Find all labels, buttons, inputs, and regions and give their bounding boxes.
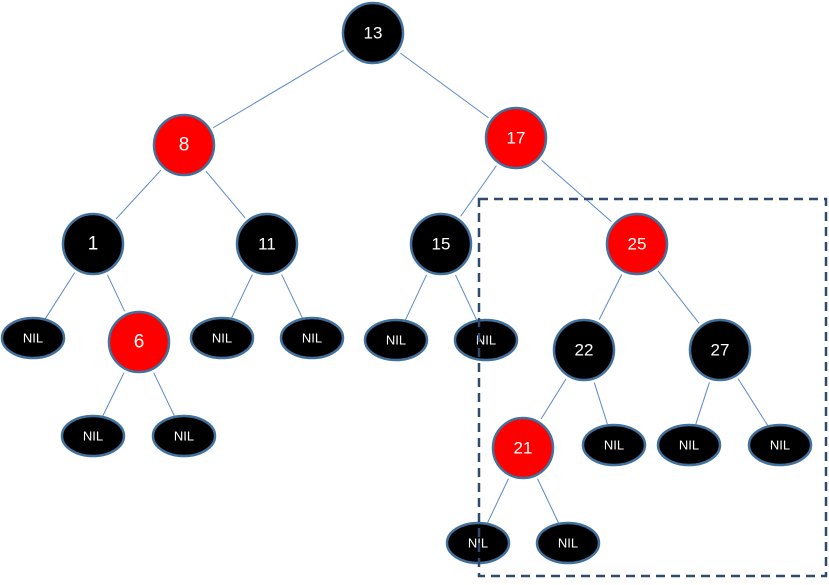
nil-leaf-nil3: NIL (151, 414, 217, 458)
edge-n25-n22 (598, 274, 623, 320)
tree-node-n22: 22 (552, 318, 616, 382)
tree-node-n11: 11 (235, 212, 299, 276)
node-label: 22 (575, 341, 594, 360)
node-label: 13 (364, 24, 383, 43)
edge-n8-n11 (205, 170, 246, 219)
nil-leaf-nil8: NIL (581, 423, 647, 467)
nil-ellipse (747, 423, 813, 467)
node-label: 25 (628, 235, 647, 254)
tree-node-n25: 25 (605, 212, 669, 276)
node-label: 15 (432, 235, 451, 254)
node-circle (605, 212, 669, 276)
nil-label: NIL (212, 331, 232, 346)
node-circle (491, 416, 555, 480)
node-label: 1 (88, 234, 99, 255)
edge-n15-nil6 (404, 274, 428, 321)
edge-n27-nil10 (737, 378, 769, 427)
node-circle (152, 113, 216, 177)
edge-n22-nil8 (593, 382, 608, 425)
nil-ellipse (581, 423, 647, 467)
edge-n17-n15 (460, 165, 497, 217)
nil-leaf-nil6: NIL (363, 318, 429, 362)
node-circle (235, 212, 299, 276)
nil-leaf-nil10: NIL (747, 423, 813, 467)
edge-n1-n6 (106, 274, 126, 312)
edge-n6-nil2 (102, 372, 125, 417)
edge-n6-nil3 (153, 372, 175, 417)
nil-ellipse (60, 414, 126, 458)
node-label: 6 (134, 332, 145, 353)
edge-n8-n1 (115, 169, 162, 220)
nil-label: NIL (770, 438, 790, 453)
node-circle (409, 212, 473, 276)
node-circle (484, 106, 548, 170)
edge-n17-n25 (541, 160, 612, 222)
tree-node-n1: 1 (61, 212, 125, 276)
tree-node-n13: 13 (341, 1, 405, 65)
node-label: 27 (711, 341, 730, 360)
tree-node-n27: 27 (688, 318, 752, 382)
nil-leaf-nil5: NIL (279, 316, 345, 360)
edge-n13-n8 (212, 49, 345, 129)
nil-label: NIL (302, 331, 322, 346)
edge-n11-nil5 (281, 274, 303, 319)
nil-leaf-nil2: NIL (60, 414, 126, 458)
edge-n21-nil12 (537, 478, 560, 524)
node-label: 17 (507, 129, 526, 148)
nil-label: NIL (23, 331, 43, 346)
nil-ellipse (0, 316, 66, 360)
nil-ellipse (279, 316, 345, 360)
node-label: 21 (514, 439, 533, 458)
nil-leaf-nil4: NIL (189, 316, 255, 360)
edge-n25-n27 (657, 270, 700, 324)
nil-ellipse (453, 318, 519, 362)
edge-n22-n21 (540, 378, 567, 420)
node-circle (107, 310, 171, 374)
nil-ellipse (151, 414, 217, 458)
edge-n13-n17 (400, 52, 489, 119)
tree-node-n15: 15 (409, 212, 473, 276)
edge-n15-nil7 (454, 274, 478, 321)
nil-ellipse (189, 316, 255, 360)
nil-label: NIL (604, 438, 624, 453)
edge-n11-nil4 (231, 274, 253, 319)
nil-label: NIL (679, 438, 699, 453)
node-circle (552, 318, 616, 382)
node-circle (688, 318, 752, 382)
nil-ellipse (656, 423, 722, 467)
nil-ellipse (535, 521, 601, 565)
node-label: 8 (179, 135, 190, 156)
nil-leaf-nil7: NIL (453, 318, 519, 362)
nil-label: NIL (83, 429, 103, 444)
nil-label: NIL (558, 536, 578, 551)
nil-label: NIL (476, 333, 496, 348)
node-label: 11 (258, 235, 276, 254)
highlighted-subtree-box (477, 197, 828, 578)
edge-n1-nil1 (44, 272, 76, 320)
tree-node-n6: 6 (107, 310, 171, 374)
edge-n21-nil11 (486, 478, 509, 524)
nil-leaf-nil1: NIL (0, 316, 66, 360)
edges-layer (44, 49, 769, 524)
edge-n27-nil9 (695, 382, 710, 425)
nil-label: NIL (174, 429, 194, 444)
node-circle (341, 1, 405, 65)
node-circle (61, 212, 125, 276)
nil-ellipse (363, 318, 429, 362)
nil-leaf-nil12: NIL (535, 521, 601, 565)
tree-node-n8: 8 (152, 113, 216, 177)
nil-leaf-nil9: NIL (656, 423, 722, 467)
tree-node-n21: 21 (491, 416, 555, 480)
nil-label: NIL (386, 333, 406, 348)
tree-node-n17: 17 (484, 106, 548, 170)
